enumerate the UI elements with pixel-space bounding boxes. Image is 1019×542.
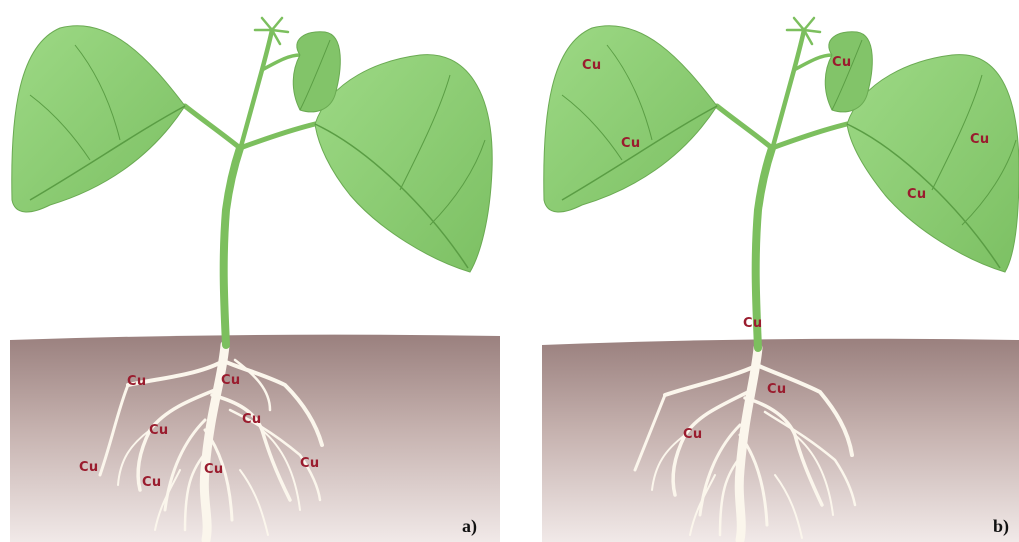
cu-label: Cu (907, 188, 926, 201)
leaf-left (544, 26, 717, 212)
cu-label: Cu (621, 137, 640, 150)
cu-label: Cu (970, 133, 989, 146)
cu-label: Cu (767, 383, 786, 396)
cu-label: Cu (300, 457, 319, 470)
panel-b-illustration (530, 0, 1019, 542)
cu-label: Cu (683, 428, 702, 441)
soil (10, 335, 500, 542)
panel-label-a: a) (462, 516, 477, 537)
cu-label: Cu (242, 413, 261, 426)
cu-label: Cu (204, 463, 223, 476)
cu-label: Cu (127, 375, 146, 388)
leaf-right (315, 55, 492, 272)
cu-label: Cu (582, 59, 601, 72)
cu-label: Cu (142, 476, 161, 489)
cu-label: Cu (832, 56, 851, 69)
panel-b: Cu Cu Cu Cu Cu Cu Cu Cu b) (530, 0, 1019, 542)
cu-label: Cu (743, 317, 762, 330)
cu-label: Cu (79, 461, 98, 474)
panel-a-illustration (0, 0, 510, 542)
cu-label: Cu (221, 374, 240, 387)
panel-a: Cu Cu Cu Cu Cu Cu Cu Cu a) (0, 0, 510, 542)
leaf-left (12, 26, 185, 212)
panel-label-b: b) (993, 516, 1009, 537)
cu-label: Cu (149, 424, 168, 437)
soil (542, 339, 1019, 542)
leaf-right (847, 55, 1019, 272)
